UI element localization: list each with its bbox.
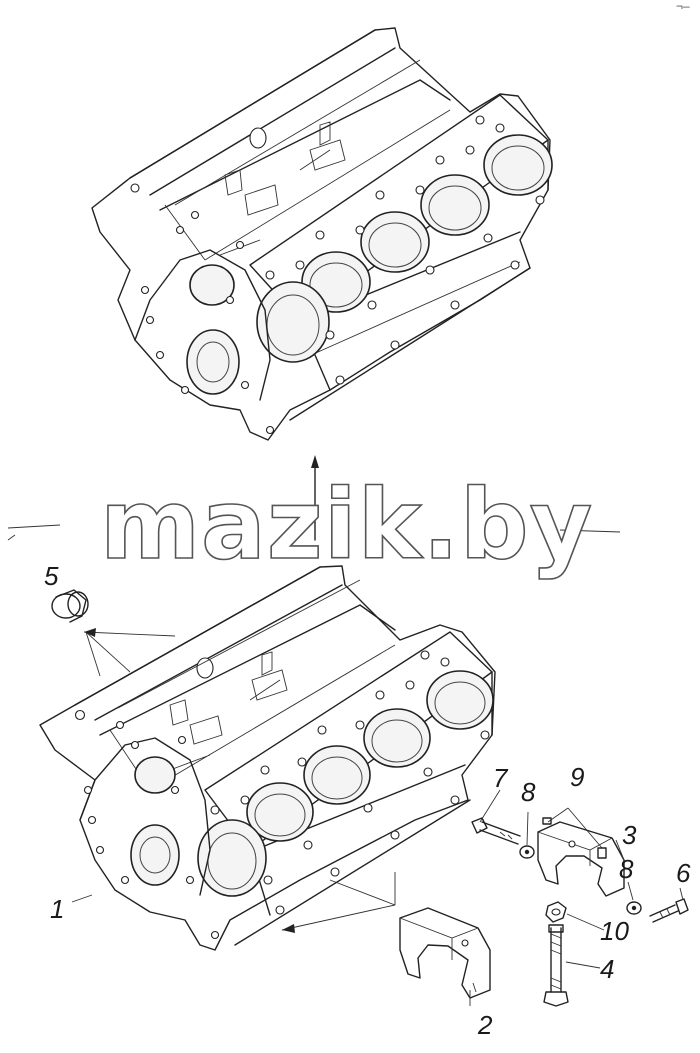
callout-3: 3 — [622, 820, 637, 850]
part-10-nut — [545, 901, 567, 923]
lower-engine-block — [39, 565, 496, 951]
callout-2: 2 — [478, 1010, 493, 1040]
callout-6: 6 — [676, 858, 691, 888]
part-3-bearing-cap — [537, 821, 625, 897]
part-6-bolt — [649, 898, 689, 923]
watermark-text: mazik.by — [100, 470, 593, 580]
bearing-cap-arrows — [281, 872, 396, 933]
callout-7: 7 — [493, 763, 508, 793]
alignment-arrow — [7, 455, 621, 541]
callout-9: 9 — [570, 762, 585, 792]
watermark-logo: mazik.by — [100, 470, 593, 580]
callout-4: 4 — [600, 954, 615, 984]
part-8-washer-right — [626, 901, 642, 915]
part-2-bearing-cap — [399, 907, 491, 999]
callout-8-right: 8 — [619, 854, 634, 884]
callout-8-left: 8 — [521, 777, 536, 807]
callout-10: 10 — [600, 916, 629, 946]
part-7-bolt — [471, 817, 521, 845]
callout-5: 5 — [44, 561, 59, 591]
upper-engine-block — [91, 27, 553, 441]
corner-mark: ¬– — [676, 0, 690, 13]
part-4-stud — [543, 924, 569, 1007]
part-9-dowel-pins — [542, 807, 607, 859]
part-5-sleeve — [51, 589, 89, 623]
part-8-washer-left — [519, 845, 535, 859]
leader-lines — [71, 789, 684, 1006]
callout-1: 1 — [50, 894, 65, 924]
sleeve-arrows — [83, 628, 176, 677]
